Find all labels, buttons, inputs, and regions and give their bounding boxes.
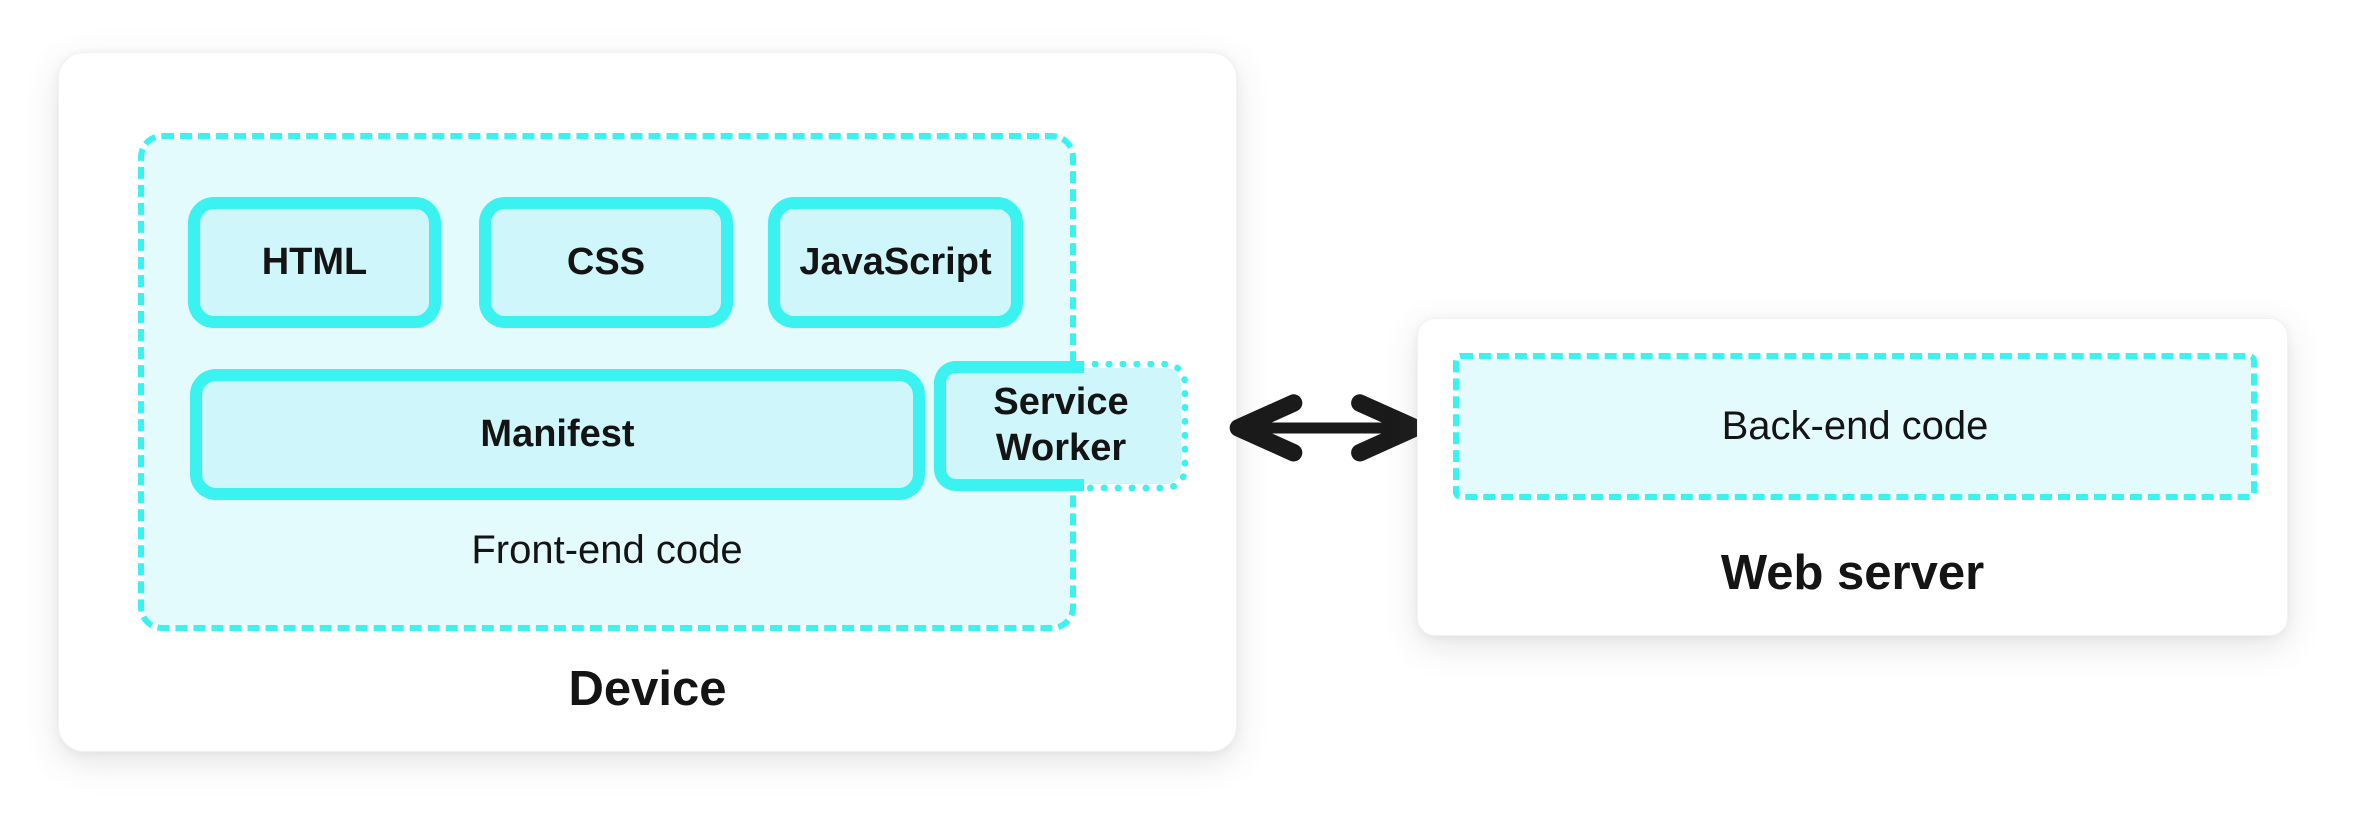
- web-server-panel: Back-end code Web server: [1417, 318, 2288, 636]
- html-box-label: HTML: [261, 240, 368, 283]
- css-box-label: CSS: [566, 240, 646, 283]
- device-panel: HTML CSS JavaScript Manifest Front-end c…: [58, 52, 1237, 752]
- frontend-code-caption: Front-end code: [471, 528, 743, 572]
- backend-code-caption: Back-end code: [1721, 404, 1989, 448]
- javascript-box: JavaScript: [768, 197, 1023, 328]
- html-box: HTML: [188, 197, 441, 328]
- device-caption: Device: [568, 662, 727, 716]
- service-worker-box: Service Worker: [934, 361, 1188, 491]
- javascript-box-label: JavaScript: [799, 240, 992, 283]
- manifest-box: Manifest: [190, 369, 925, 500]
- frontend-code-group: HTML CSS JavaScript Manifest Front-end c…: [138, 133, 1076, 631]
- manifest-box-label: Manifest: [480, 412, 635, 455]
- web-server-caption: Web server: [1720, 546, 1985, 600]
- backend-code-group: Back-end code: [1453, 353, 2257, 500]
- css-box: CSS: [479, 197, 733, 328]
- service-worker-label: Service Worker: [993, 381, 1129, 469]
- device-server-connection: [1220, 392, 1434, 464]
- double-headed-arrow-icon: [1229, 394, 1424, 462]
